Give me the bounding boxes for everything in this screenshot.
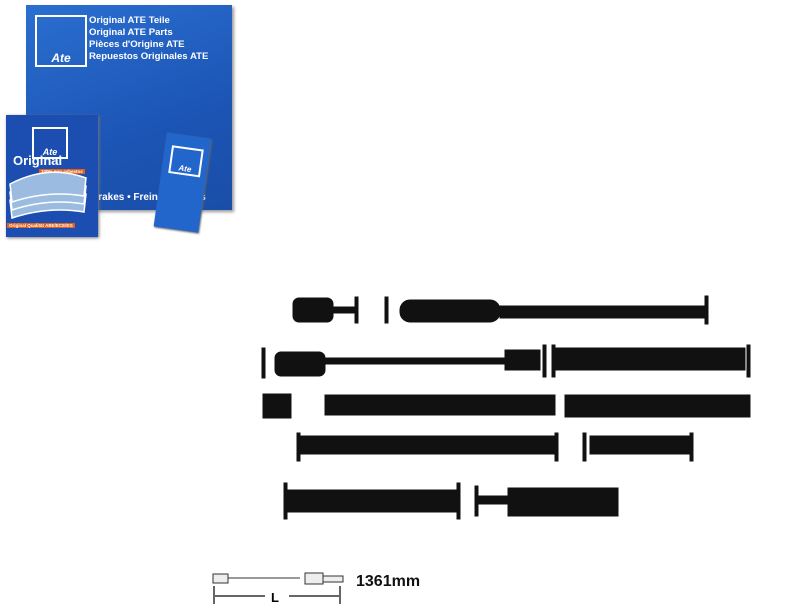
sensor-2 <box>384 295 709 325</box>
sensor-3 <box>261 344 547 379</box>
ate-logo-leaflet: Ate <box>168 145 204 178</box>
sensor-9 <box>283 482 461 520</box>
box-line: Original ATE Parts <box>89 27 173 38</box>
sensor-4 <box>551 344 751 378</box>
box-line: Pièces d'Origine ATE <box>89 39 185 50</box>
sensor-8 <box>582 432 694 462</box>
ate-logo-small: Ate <box>32 127 68 159</box>
sensor-10 <box>474 485 619 517</box>
wear-sensors-image <box>261 295 751 520</box>
sensor-1 <box>292 296 359 324</box>
box-line: Repuestos Originales ATE <box>89 51 209 62</box>
sensor-5 <box>262 393 556 419</box>
sensor-6 <box>564 394 751 418</box>
length-symbol: L <box>271 590 279 605</box>
box-line: Original ATE Teile <box>89 15 170 26</box>
box-side-text: Brakes • Freins • Frenos <box>91 192 206 203</box>
pad-box-badge: 100% non asbestos <box>39 169 85 174</box>
sensor-7 <box>296 432 559 462</box>
box-text: Original ATE Teile Original ATE Parts Pi… <box>89 15 208 63</box>
length-diagram <box>212 572 344 604</box>
brake-pads-illustration <box>9 171 87 220</box>
pad-box-footer: Original Qualität ABE/ECE/EG <box>7 223 75 228</box>
pad-box-label: Original <box>13 153 63 168</box>
ate-logo: Ate <box>35 15 87 67</box>
length-value: 1361mm <box>356 573 421 590</box>
